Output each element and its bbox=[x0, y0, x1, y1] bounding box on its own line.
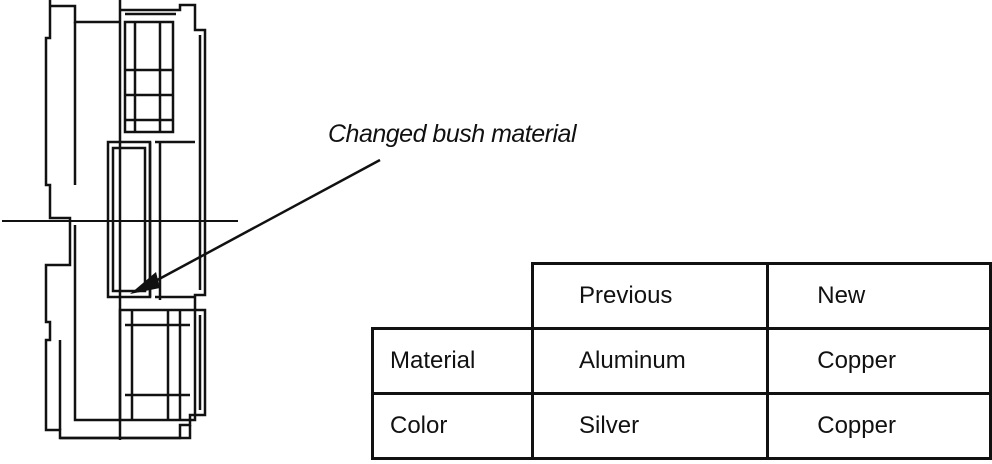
table-header-cell: New bbox=[766, 262, 992, 330]
row-label: Color bbox=[370, 392, 535, 460]
housing-outline bbox=[44, 0, 120, 440]
bush-spec-table: Previous New Material Aluminum Copper Co… bbox=[370, 262, 992, 460]
bottom-edge bbox=[60, 425, 192, 440]
table-header-cell: Previous bbox=[531, 262, 770, 330]
table-header-row: Previous New bbox=[372, 262, 992, 330]
housing-top-edge bbox=[50, 4, 120, 24]
housing-inner-step bbox=[58, 22, 120, 430]
bush-outer bbox=[106, 140, 152, 299]
outer-right-contour bbox=[120, 3, 207, 440]
leader-line bbox=[147, 158, 381, 287]
upper-cavity-lines bbox=[125, 22, 173, 132]
previous-value: Aluminum bbox=[531, 327, 770, 395]
callout-label: Changed bush material bbox=[328, 120, 577, 148]
table-row: Material Aluminum Copper bbox=[370, 327, 992, 395]
lower-cavity bbox=[118, 308, 197, 422]
bush-inner bbox=[111, 146, 147, 293]
table-header-cell bbox=[372, 263, 535, 330]
lower-cavity-lines bbox=[125, 310, 190, 420]
row-label: Material bbox=[370, 327, 535, 395]
new-value: Copper bbox=[766, 392, 992, 460]
new-value: Copper bbox=[766, 327, 992, 395]
bush-wall-lines bbox=[148, 140, 195, 300]
upper-cavity bbox=[123, 20, 175, 134]
table-row: Color Silver Copper bbox=[370, 392, 992, 460]
outer-right-contour-inner bbox=[125, 12, 202, 410]
previous-value: Silver bbox=[531, 392, 770, 460]
leader-arrowhead bbox=[130, 272, 160, 294]
